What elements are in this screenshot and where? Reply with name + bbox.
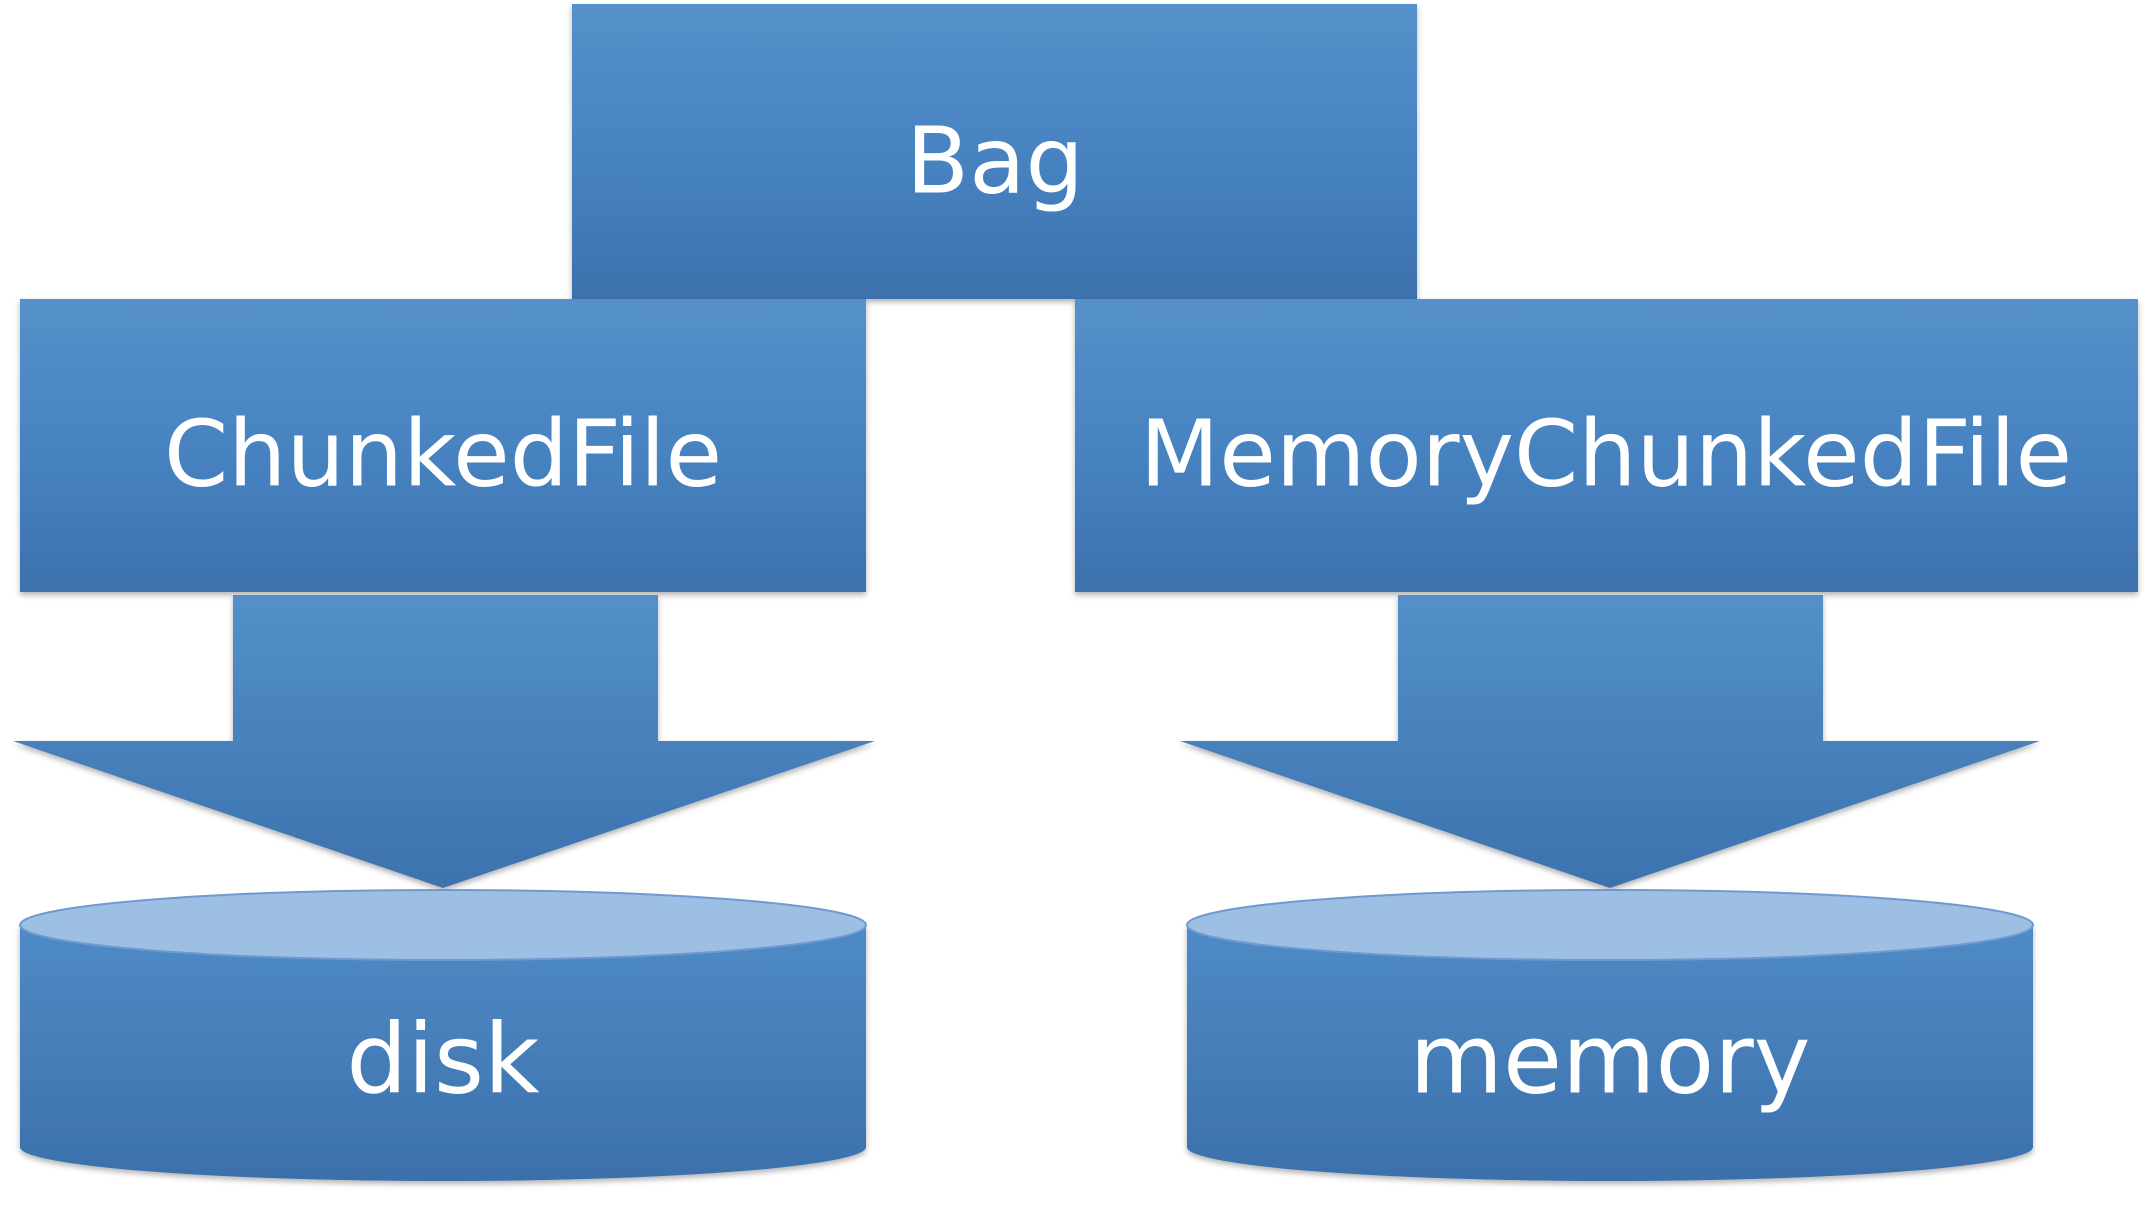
memory-chunked-file-node	[1075, 299, 2138, 592]
memory-cylinder-body	[1187, 925, 2033, 1181]
memory-cylinder-top	[1186, 889, 2034, 961]
bag-node	[572, 4, 1417, 299]
chunked-file-label: ChunkedFile	[164, 400, 722, 507]
disk-cylinder-top	[19, 889, 867, 961]
disk-node	[19, 889, 867, 1181]
memory-chunked-file-box	[1075, 299, 2138, 592]
chunked-file-node	[20, 299, 866, 592]
disk-cylinder-body	[20, 925, 866, 1181]
bag-box	[572, 4, 1417, 299]
arrow-to-disk	[13, 595, 875, 888]
arrow-to-memory	[1180, 595, 2040, 888]
bag-label: Bag	[906, 107, 1084, 214]
memory-chunked-file-label: MemoryChunkedFile	[1140, 400, 2072, 507]
memory-label: memory	[1409, 1003, 1810, 1115]
memory-node	[1186, 889, 2034, 1181]
disk-label: disk	[346, 1003, 540, 1115]
chunked-file-box	[20, 299, 866, 592]
